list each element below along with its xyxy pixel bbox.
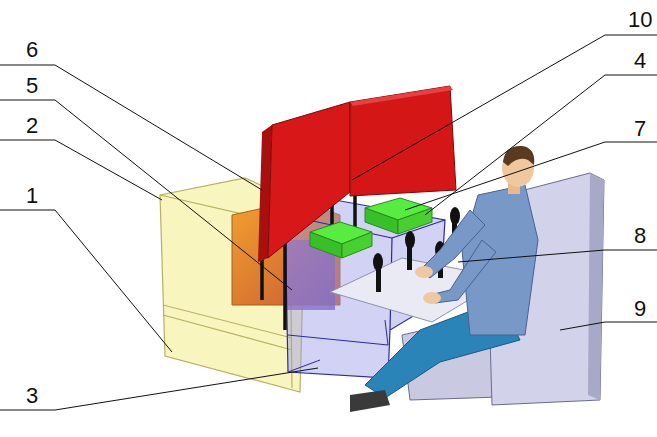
callout-number: 1 bbox=[26, 184, 38, 208]
callout-number: 6 bbox=[26, 38, 38, 62]
callout-number: 8 bbox=[634, 224, 646, 248]
callout-number: 10 bbox=[628, 8, 652, 32]
callout-number: 4 bbox=[634, 49, 646, 73]
operator-figure bbox=[350, 146, 538, 412]
callout-number: 2 bbox=[26, 114, 38, 138]
red-monitors bbox=[258, 86, 456, 262]
callout-number: 5 bbox=[26, 74, 38, 98]
operator-seat bbox=[402, 173, 604, 405]
callout-number: 7 bbox=[634, 117, 646, 141]
leader-lines bbox=[0, 35, 657, 410]
callout-number: 3 bbox=[26, 384, 38, 408]
callout-number: 9 bbox=[634, 297, 646, 321]
